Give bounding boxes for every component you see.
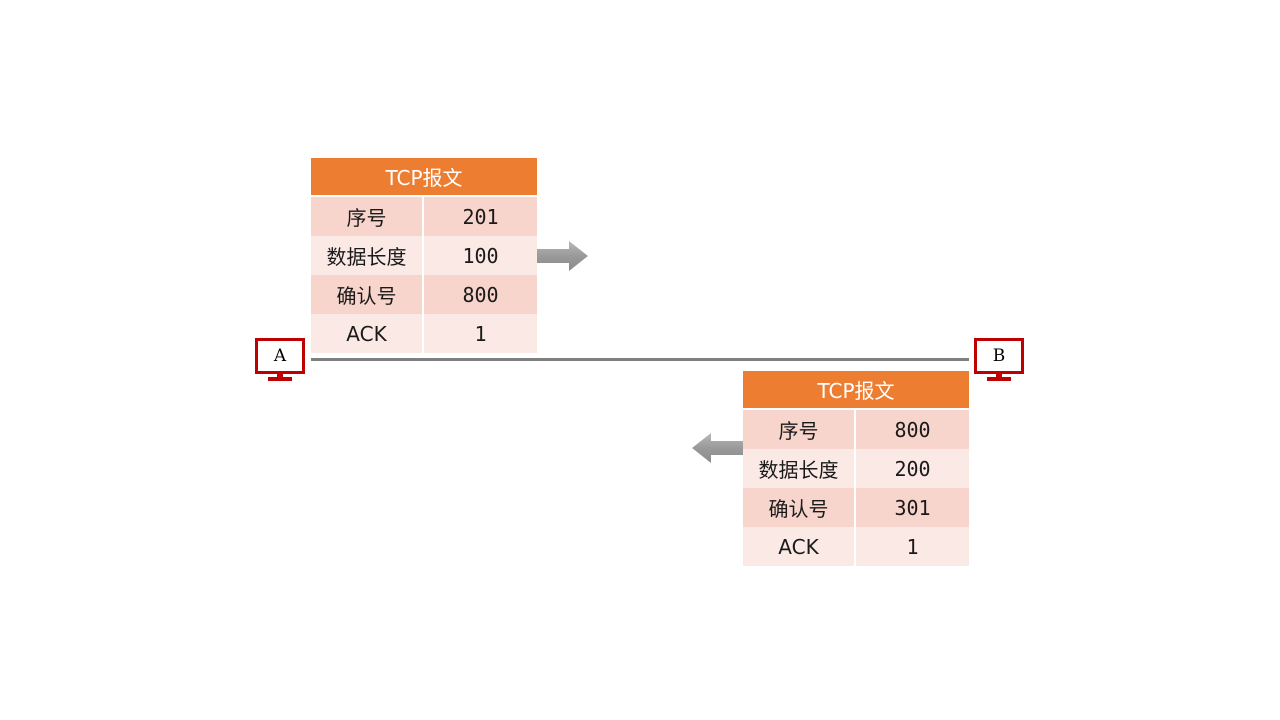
tcp-packet-a-to-b: TCP报文 序号 201 数据长度 100 确认号 800 ACK 1 [311,158,537,353]
packet-field-value: 301 [856,488,969,527]
host-a-base [268,377,292,381]
packet-field-key: 确认号 [311,275,424,314]
host-b-stand [996,374,1002,378]
host-b-label: B [992,346,1006,366]
arrow-right-icon [537,241,588,271]
packet-field-value: 200 [856,449,969,488]
packet-row-ack-number: 确认号 800 [311,275,537,314]
host-a-screen: A [255,338,305,374]
packet-row-seq: 序号 201 [311,197,537,236]
packet-row-ack-flag: ACK 1 [311,314,537,353]
packet-field-value: 100 [424,236,537,275]
packet-field-value: 800 [424,275,537,314]
packet-row-seq: 序号 800 [743,410,969,449]
packet-row-length: 数据长度 200 [743,449,969,488]
arrow-left-icon [692,433,743,463]
packet-title: TCP报文 [743,371,969,410]
packet-field-key: 序号 [311,197,424,236]
tcp-packet-b-to-a: TCP报文 序号 800 数据长度 200 确认号 301 ACK 1 [743,371,969,566]
packet-row-length: 数据长度 100 [311,236,537,275]
packet-row-ack-number: 确认号 301 [743,488,969,527]
host-b-base [987,377,1011,381]
packet-field-key: 序号 [743,410,856,449]
host-b-computer-icon: B [974,338,1026,382]
packet-title: TCP报文 [311,158,537,197]
host-a-computer-icon: A [255,338,307,382]
host-a-stand [277,374,283,378]
packet-field-key: ACK [743,527,856,566]
network-link-line [311,358,969,361]
packet-field-value: 1 [424,314,537,353]
host-b-screen: B [974,338,1024,374]
packet-field-key: ACK [311,314,424,353]
packet-row-ack-flag: ACK 1 [743,527,969,566]
packet-field-key: 确认号 [743,488,856,527]
packet-field-key: 数据长度 [743,449,856,488]
host-a-label: A [273,346,287,366]
packet-field-key: 数据长度 [311,236,424,275]
packet-field-value: 800 [856,410,969,449]
packet-field-value: 201 [424,197,537,236]
packet-field-value: 1 [856,527,969,566]
